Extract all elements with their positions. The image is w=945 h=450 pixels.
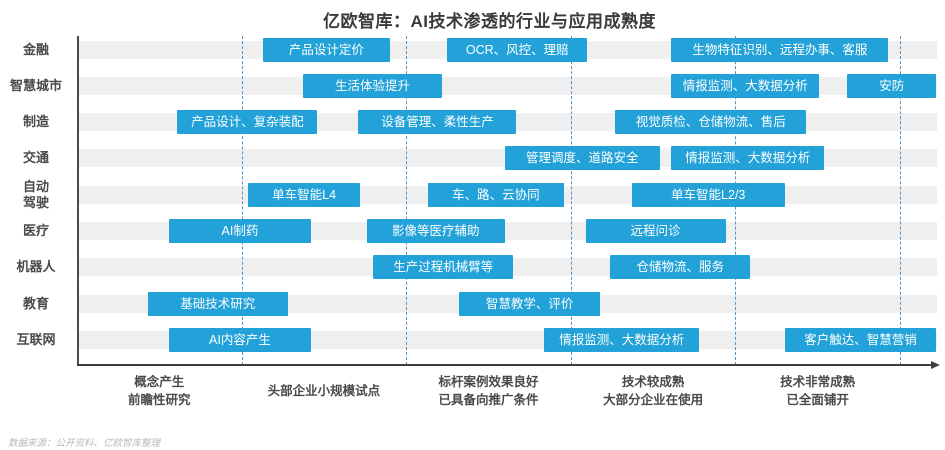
app-bar: AI内容产生 <box>169 327 311 352</box>
stage-divider <box>406 36 408 365</box>
app-bar: 设备管理、柔性生产 <box>358 110 517 135</box>
industry-label: 制造 <box>22 114 49 130</box>
app-bar: 安防 <box>847 73 937 98</box>
stage-label: 技术非常成熟已全面铺开 <box>780 375 856 408</box>
industry-label: 机器人 <box>16 259 56 275</box>
app-bar: 情报监测、大数据分析 <box>544 327 700 352</box>
stage-label: 概念产生前瞻性研究 <box>128 375 191 408</box>
y-axis-line <box>77 36 79 366</box>
chart-title: 亿欧智库：AI技术渗透的行业与应用成熟度 <box>323 12 656 31</box>
stage-divider <box>900 36 901 365</box>
app-bar: 产品设计、复杂装配 <box>177 110 318 135</box>
app-bar: 智慧教学、评价 <box>458 291 601 316</box>
industry-label: 交通 <box>22 150 49 166</box>
app-bar: OCR、风控、理赔 <box>447 37 588 62</box>
app-bar: 仓储物流、服务 <box>610 255 751 280</box>
stage-divider <box>241 36 243 365</box>
stage-label: 头部企业小规模试点 <box>267 384 381 398</box>
app-bar: 视觉质检、仓储物流、售后 <box>615 110 807 135</box>
app-bar: 生产过程机械臂等 <box>373 255 514 280</box>
app-bar: 情报监测、大数据分析 <box>671 73 820 98</box>
app-bar: 客户触达、智慧营销 <box>784 327 937 352</box>
stage-label: 技术较成熟大部分企业在使用 <box>603 375 704 408</box>
stage-label: 标杆案例效果良好已具备向推广条件 <box>438 375 539 408</box>
industry-label: 金融 <box>22 41 49 57</box>
app-bar: AI制药 <box>169 219 311 243</box>
source-note: 数据来源：公开资料、亿欧智库整理 <box>8 438 161 449</box>
industry-label: 教育 <box>22 295 49 311</box>
industry-label: 智慧城市 <box>9 77 62 93</box>
app-bar: 单车智能L2/3 <box>631 182 785 207</box>
industry-label: 互联网 <box>16 331 56 347</box>
x-axis-line <box>77 364 932 366</box>
app-bar: 情报监测、大数据分析 <box>671 146 825 171</box>
industry-label: 医疗 <box>22 223 49 238</box>
app-bar: 影像等医疗辅助 <box>366 219 505 243</box>
app-bar: 单车智能L4 <box>248 182 361 207</box>
app-bar: 生活体验提升 <box>302 73 443 98</box>
app-bar: 生物特征识别、远程办事、客服 <box>671 37 889 62</box>
app-bar: 管理调度、道路安全 <box>504 146 660 171</box>
app-bar: 车、路、云协同 <box>427 182 565 207</box>
stage-divider <box>570 36 572 365</box>
industry-label: 自动驾驶 <box>22 178 49 210</box>
axis-arrow-icon <box>931 360 940 369</box>
app-bar: 产品设计定价 <box>262 37 390 62</box>
app-bar: 基础技术研究 <box>147 291 288 316</box>
app-bar: 远程问诊 <box>585 219 726 243</box>
